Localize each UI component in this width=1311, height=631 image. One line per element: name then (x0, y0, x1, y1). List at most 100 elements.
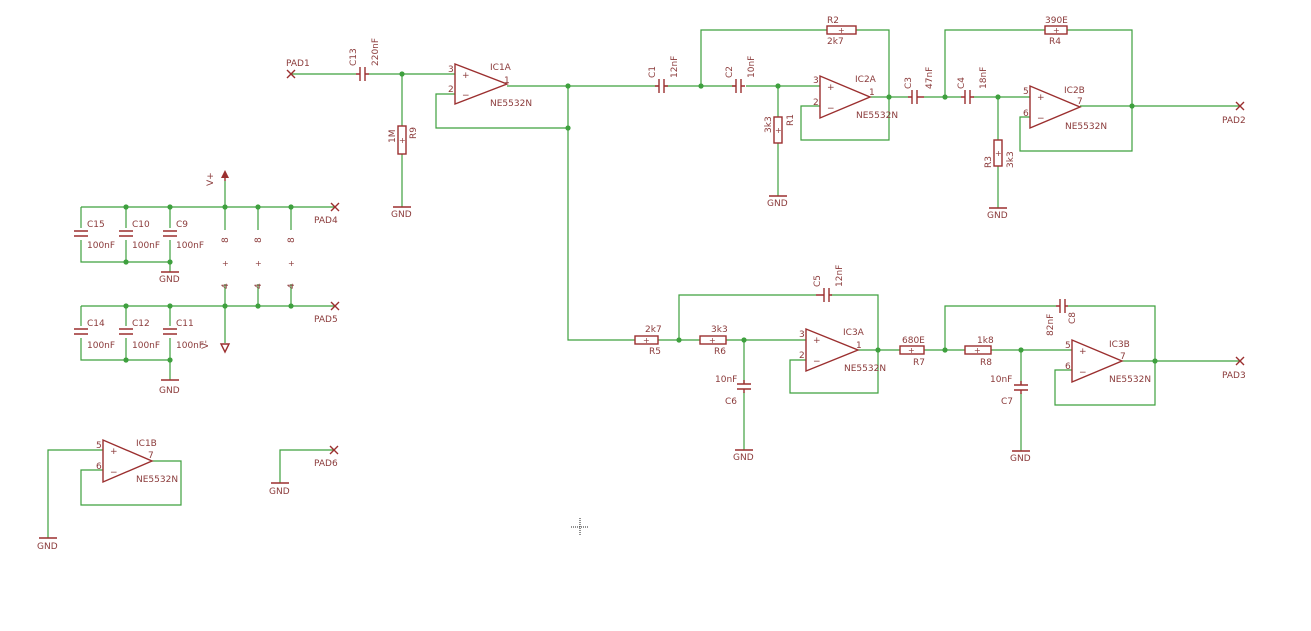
gnd-r9-label: GND (391, 210, 412, 220)
resistor-r7[interactable]: + 680E R7 (899, 336, 925, 368)
resistor-r1[interactable]: + 3k3 R1 (764, 114, 796, 144)
pad6[interactable]: PAD6 (314, 445, 339, 469)
opamp-ic3a[interactable]: + − 3 2 1 IC3A NE5532N (799, 327, 886, 374)
capacitor-c9[interactable]: C9 100nF (163, 220, 204, 251)
gnd-supply-top[interactable]: GND (159, 271, 180, 285)
gnd-c7[interactable]: GND (1010, 450, 1031, 464)
gnd-supply-bottom[interactable]: GND (159, 379, 180, 396)
c1-symbol-icon (655, 79, 668, 93)
ic1a-pin-a: 3 (448, 65, 454, 75)
gnd-pad6[interactable]: GND (269, 482, 290, 497)
c15-value: 100nF (87, 241, 115, 251)
resistor-r5[interactable]: + 2k7 R5 (634, 325, 662, 357)
r8-name: R8 (980, 358, 992, 368)
ic1a-name: IC1A (490, 63, 512, 73)
capacitor-c13[interactable]: C13 220nF (349, 38, 381, 81)
ic1a-plus: + (462, 71, 470, 81)
resistor-r3[interactable]: + R3 3k3 (984, 139, 1016, 168)
svg-text:+: + (974, 346, 981, 355)
capacitor-c10[interactable]: C10 100nF (119, 220, 160, 251)
gnd-supply-bottom-label: GND (159, 386, 180, 396)
c12-name: C12 (132, 319, 150, 329)
capacitor-c5[interactable]: C5 12nF (813, 265, 845, 302)
r7-body-icon (899, 345, 925, 355)
c14-value: 100nF (87, 341, 115, 351)
gnd-r3[interactable]: GND (987, 207, 1008, 221)
c6-value: 10nF (715, 375, 737, 385)
capacitor-c14[interactable]: C14 100nF (74, 319, 115, 351)
ic3a-name: IC3A (843, 328, 865, 338)
c9-symbol-icon (163, 230, 177, 237)
gnd-pad6-label: GND (269, 487, 290, 497)
ic2-pin8: 8 (254, 237, 264, 243)
pad4[interactable]: PAD4 (314, 202, 340, 226)
c4-symbol-icon (961, 90, 974, 104)
pad5-label: PAD5 (314, 315, 338, 325)
capacitor-c12[interactable]: C12 100nF (119, 319, 160, 351)
c1-name: C1 (648, 66, 658, 78)
pad3[interactable]: PAD3 (1222, 356, 1246, 381)
resistor-r9[interactable]: + 1M R9 (388, 125, 419, 155)
ic2a-pin-out: 1 (869, 88, 875, 98)
pad2[interactable]: PAD2 (1222, 101, 1246, 126)
svg-text:+: + (709, 336, 716, 345)
capacitor-c7[interactable]: 10nF C7 (990, 375, 1028, 407)
r6-body-icon (699, 335, 727, 345)
ic2a-pin-a: 3 (813, 76, 819, 86)
c13-symbol-icon (356, 67, 369, 81)
capacitor-c3[interactable]: C3 47nF (904, 67, 935, 104)
capacitor-c15[interactable]: C15 100nF (74, 220, 115, 251)
ic2-pin4: 4 (254, 283, 264, 289)
vplus-supply[interactable]: V+ (206, 170, 229, 186)
opamp-ic1b[interactable]: + − 5 6 7 IC1B NE5532N (96, 438, 178, 485)
opamp-ic1a[interactable]: + − 3 2 1 IC1A NE5532N (448, 62, 532, 109)
opamp-ic2a[interactable]: + − 3 2 1 IC2A NE5532N (813, 74, 898, 121)
svg-text:+: + (908, 346, 915, 355)
ic3b-minus: − (1079, 368, 1087, 378)
gnd-r9[interactable]: GND (391, 206, 412, 220)
gnd-c6[interactable]: GND (733, 449, 754, 463)
resistor-r8[interactable]: + 1k8 R8 (964, 336, 994, 368)
gnd-ic1b[interactable]: GND (37, 537, 58, 552)
resistor-r6[interactable]: + 3k3 R6 (699, 325, 728, 357)
vminus-supply[interactable]: V- (201, 340, 231, 354)
svg-text:+: + (255, 259, 262, 268)
pad1[interactable]: PAD1 (286, 59, 310, 79)
ic2b-value: NE5532N (1065, 122, 1107, 132)
ic1b-value: NE5532N (136, 475, 178, 485)
ic1a-pin-b: 2 (448, 85, 454, 95)
r5-name: R5 (649, 347, 661, 357)
capacitor-c6[interactable]: 10nF C6 (715, 375, 751, 407)
gnd-c7-label: GND (1010, 454, 1031, 464)
ic1-pin8: 8 (221, 237, 231, 243)
c15-name: C15 (87, 220, 105, 230)
capacitor-c8[interactable]: 82nF C8 (1046, 299, 1078, 336)
capacitor-c4[interactable]: C4 18nF (957, 67, 989, 104)
r6-value: 3k3 (711, 325, 728, 335)
capacitor-c2[interactable]: C2 10nF (725, 56, 757, 93)
c12-symbol-icon (119, 328, 133, 335)
capacitor-c11[interactable]: C11 100nF (163, 319, 204, 351)
capacitor-c1[interactable]: C1 12nF (648, 56, 680, 93)
pad5-marker-icon (330, 301, 340, 311)
opamp-ic2b[interactable]: + − 5 6 7 IC2B NE5532N (1023, 84, 1107, 132)
pad3-label: PAD3 (1222, 371, 1246, 381)
pad6-marker-icon (329, 445, 339, 455)
c5-value: 12nF (835, 265, 845, 287)
opamp-ic3b[interactable]: + − 5 6 7 IC3B NE5532N (1065, 338, 1151, 385)
resistor-r4[interactable]: + 390E R4 (1044, 16, 1068, 47)
r9-name: R9 (409, 127, 419, 139)
resistor-r2[interactable]: + R2 2k7 (826, 16, 857, 47)
svg-text:+: + (838, 26, 845, 35)
ic1b-minus: − (110, 468, 118, 478)
pad5[interactable]: PAD5 (314, 301, 340, 325)
r1-body-icon (773, 116, 783, 144)
c14-symbol-icon (74, 328, 88, 335)
r8-value: 1k8 (977, 336, 994, 346)
c7-symbol-icon (1014, 381, 1028, 394)
gnd-r1[interactable]: GND (767, 195, 788, 209)
c14-name: C14 (87, 319, 105, 329)
c8-name: C8 (1068, 312, 1078, 324)
svg-text:+: + (288, 259, 295, 268)
